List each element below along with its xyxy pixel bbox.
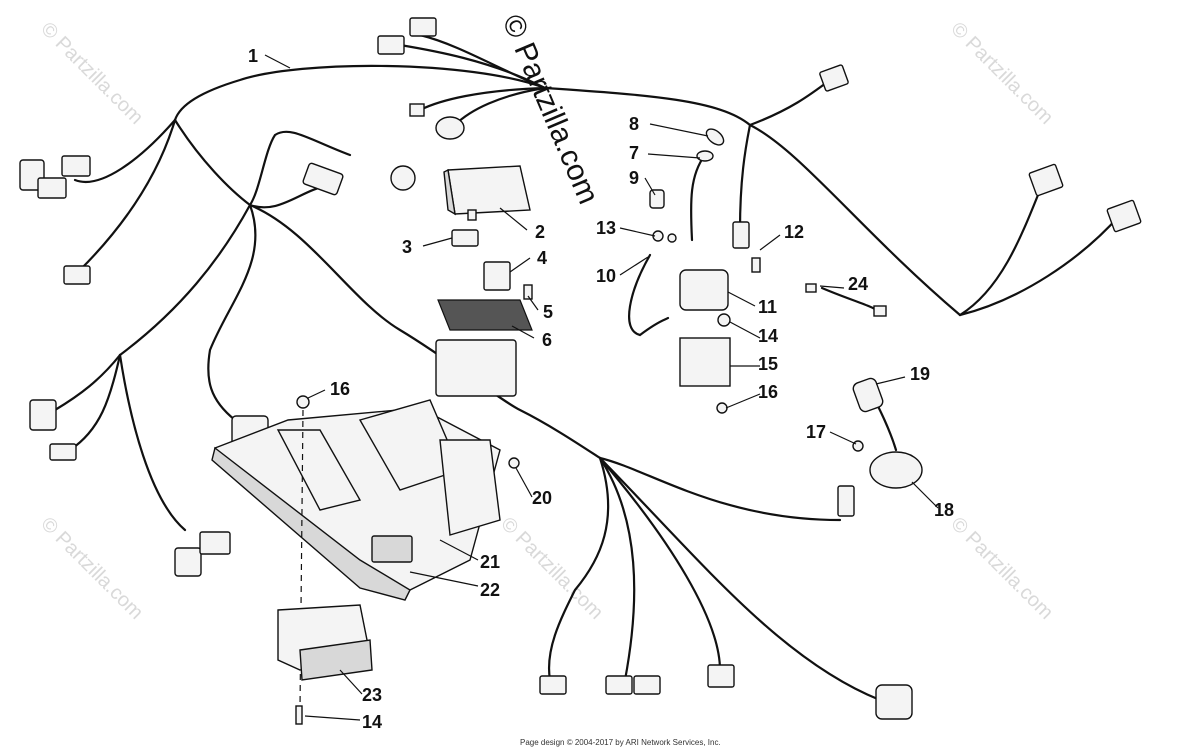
watermark-bottom-left: © Partzilla.com bbox=[36, 513, 147, 624]
harness-connectors bbox=[19, 17, 1142, 720]
callout-5: 5 bbox=[543, 302, 553, 322]
callout-10: 10 bbox=[596, 266, 616, 286]
tray-riser-right bbox=[439, 439, 501, 536]
connector-top-a bbox=[409, 17, 437, 37]
callout-9: 9 bbox=[629, 168, 639, 188]
nut-16-solenoid bbox=[716, 402, 728, 414]
callout-2: 2 bbox=[535, 222, 545, 242]
fuse-box-tab bbox=[467, 209, 477, 221]
bracket-15 bbox=[679, 337, 731, 387]
connector-top-b bbox=[377, 35, 405, 55]
connector-bottom-b bbox=[605, 675, 633, 695]
connector-top-c bbox=[409, 103, 425, 117]
callout-6: 6 bbox=[542, 330, 552, 350]
regulator-23-fins bbox=[299, 639, 373, 681]
mount-axis bbox=[299, 409, 304, 709]
fuse-12 bbox=[751, 257, 761, 273]
connector-left-d bbox=[63, 265, 91, 285]
tray-riser-left bbox=[276, 429, 362, 511]
connector-mid-b bbox=[302, 162, 344, 196]
screw-14-solenoid bbox=[717, 313, 731, 327]
watermark-top-right: © Partzilla.com bbox=[946, 18, 1057, 129]
spark-plug-cap-19 bbox=[852, 377, 884, 413]
tray-front bbox=[211, 446, 411, 601]
connector-right-a bbox=[819, 64, 849, 92]
fuse-block bbox=[435, 339, 517, 397]
callout-18: 18 bbox=[934, 500, 954, 520]
relay-main bbox=[483, 261, 511, 291]
leader-lines bbox=[264, 54, 939, 721]
connector-left-c bbox=[37, 177, 67, 199]
callout-14-regulator: 14 bbox=[362, 712, 382, 732]
ignition-coil-group bbox=[852, 377, 923, 489]
fuse-panel bbox=[437, 299, 533, 331]
callout-14-solenoid: 14 bbox=[758, 326, 778, 346]
callout-4: 4 bbox=[537, 248, 547, 268]
callout-13: 13 bbox=[596, 218, 616, 238]
terminal-7 bbox=[696, 150, 714, 162]
starter-solenoid-group bbox=[628, 128, 887, 414]
callout-20: 20 bbox=[532, 488, 552, 508]
fuse-holder-12 bbox=[732, 221, 750, 249]
callouts: 1 2 3 4 5 6 7 8 9 10 11 12 13 14 15 16 1… bbox=[248, 46, 954, 732]
connector-bottom-d bbox=[707, 664, 735, 688]
connector-right-f bbox=[837, 485, 855, 517]
connector-left-g bbox=[174, 547, 202, 577]
watermark-bottom-right: © Partzilla.com bbox=[946, 513, 1057, 624]
connector-right-c bbox=[1106, 199, 1142, 233]
cap-8 bbox=[705, 128, 725, 146]
callout-16-solenoid: 16 bbox=[758, 382, 778, 402]
callout-16-tray: 16 bbox=[330, 379, 350, 399]
connector-bottom-a bbox=[539, 675, 567, 695]
callout-24: 24 bbox=[848, 274, 868, 294]
callout-12: 12 bbox=[784, 222, 804, 242]
solenoid-11 bbox=[679, 269, 729, 311]
connector-left-a bbox=[61, 155, 91, 177]
connector-left-f bbox=[49, 443, 77, 461]
fuse-box-cover bbox=[447, 165, 531, 215]
connector-bottom-e bbox=[875, 684, 913, 720]
boot-9 bbox=[649, 189, 665, 209]
connector-bottom-c bbox=[633, 675, 661, 695]
callout-23: 23 bbox=[362, 685, 382, 705]
page-footer: Page design © 2004-2017 by ARI Network S… bbox=[520, 738, 721, 747]
connector-mid-c bbox=[390, 165, 416, 191]
callout-11: 11 bbox=[758, 297, 777, 317]
callout-8: 8 bbox=[629, 114, 639, 134]
ignition-coil-18 bbox=[869, 451, 923, 489]
nut-16-tray bbox=[296, 395, 310, 409]
callout-3: 3 bbox=[402, 237, 412, 257]
callout-1: 1 bbox=[248, 46, 258, 66]
electrical-tray-group bbox=[211, 395, 520, 725]
callout-21: 21 bbox=[480, 552, 500, 572]
callout-17: 17 bbox=[806, 422, 826, 442]
fuse-box-cover-side bbox=[443, 168, 456, 216]
screw-14-regulator bbox=[295, 705, 303, 725]
connector-left-e bbox=[29, 399, 57, 431]
screw-17 bbox=[852, 440, 864, 452]
nut-20 bbox=[508, 457, 520, 469]
nut-13b bbox=[667, 233, 677, 243]
fuse-box-group bbox=[435, 165, 533, 397]
callout-15: 15 bbox=[758, 354, 778, 374]
watermark-top-left: © Partzilla.com bbox=[36, 18, 147, 129]
callout-19: 19 bbox=[910, 364, 930, 384]
ground-lead-24 bbox=[805, 283, 817, 293]
connector-top-d bbox=[435, 116, 465, 140]
callout-22: 22 bbox=[480, 580, 500, 600]
ground-lead-24-end bbox=[873, 305, 887, 317]
connector-left-h bbox=[199, 531, 231, 555]
relay-21 bbox=[371, 535, 413, 563]
fuse-small bbox=[523, 284, 533, 300]
connector-right-b bbox=[1028, 163, 1064, 197]
callout-7: 7 bbox=[629, 143, 639, 163]
relay-small bbox=[451, 229, 479, 247]
